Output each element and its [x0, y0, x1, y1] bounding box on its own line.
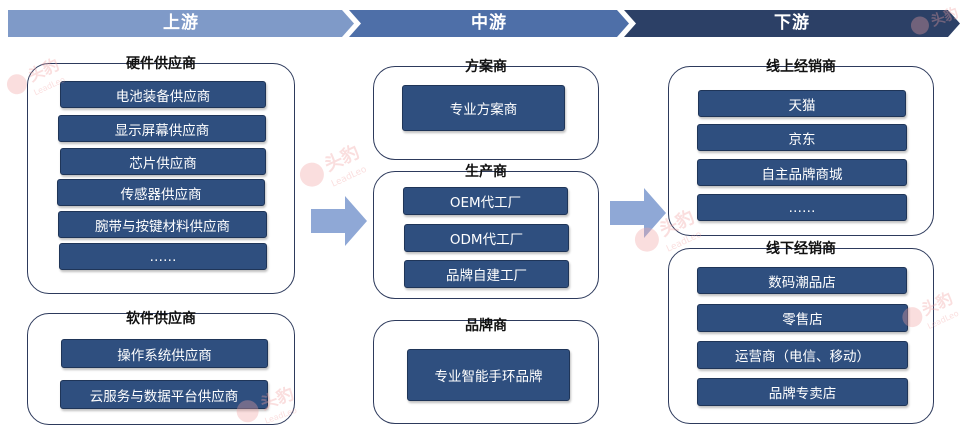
stage-bar-downstream-shape — [624, 10, 960, 37]
brand-owner-title: 品牌商 — [465, 318, 507, 334]
offline-item: 零售店 — [697, 304, 908, 332]
manufacturer-item: OEM代工厂 — [403, 187, 568, 215]
stage-label-downstream: 下游 — [774, 13, 810, 33]
flow-arrow-icon — [610, 188, 666, 238]
manufacturer-item: ODM代工厂 — [404, 224, 569, 252]
brand-owner-item: 专业智能手环品牌 — [407, 349, 570, 401]
svg-text:LeadLeo: LeadLeo — [330, 164, 369, 189]
stage-bar-downstream: 下游 — [624, 10, 960, 37]
stage-bar-upstream-shape — [8, 10, 354, 37]
offline-item: 运营商（电信、移动） — [697, 341, 908, 369]
flow-arrow-icon — [311, 196, 367, 246]
hardware-item: 显示屏幕供应商 — [58, 115, 266, 142]
stage-label-midstream: 中游 — [471, 13, 507, 33]
manufacturer-title: 生产商 — [465, 164, 507, 180]
hardware-item: 芯片供应商 — [60, 148, 266, 175]
solution-item: 专业方案商 — [402, 85, 565, 131]
online-item: 天猫 — [698, 90, 906, 117]
stage-label-upstream: 上游 — [163, 13, 199, 33]
offline-item: 品牌专卖店 — [697, 378, 908, 406]
stage-bar-midstream-shape — [349, 10, 629, 37]
software-supplier-title: 软件供应商 — [126, 311, 196, 327]
offline-distributor-title: 线下经销商 — [766, 241, 836, 257]
online-distributor-title: 线上经销商 — [766, 59, 836, 75]
hardware-supplier-title: 硬件供应商 — [126, 56, 196, 72]
solution-provider-title: 方案商 — [465, 59, 507, 75]
watermark-logo-icon: 头豹 LeadLeo — [299, 141, 369, 190]
manufacturer-item: 品牌自建工厂 — [404, 260, 569, 288]
stage-bar-upstream: 上游 — [8, 10, 354, 37]
hardware-item: …… — [59, 243, 267, 270]
online-item: …… — [697, 194, 907, 221]
hardware-item: 电池装备供应商 — [60, 81, 266, 108]
hardware-item: 腕带与按键材料供应商 — [58, 211, 267, 238]
stage-bar-midstream: 中游 — [349, 10, 629, 37]
online-item: 京东 — [697, 124, 907, 151]
online-item: 自主品牌商城 — [697, 159, 907, 186]
offline-item: 数码潮品店 — [697, 267, 907, 294]
hardware-item: 传感器供应商 — [57, 179, 265, 206]
software-item: 操作系统供应商 — [61, 339, 268, 368]
svg-text:头豹: 头豹 — [321, 141, 363, 176]
software-item: 云服务与数据平台供应商 — [60, 380, 268, 409]
